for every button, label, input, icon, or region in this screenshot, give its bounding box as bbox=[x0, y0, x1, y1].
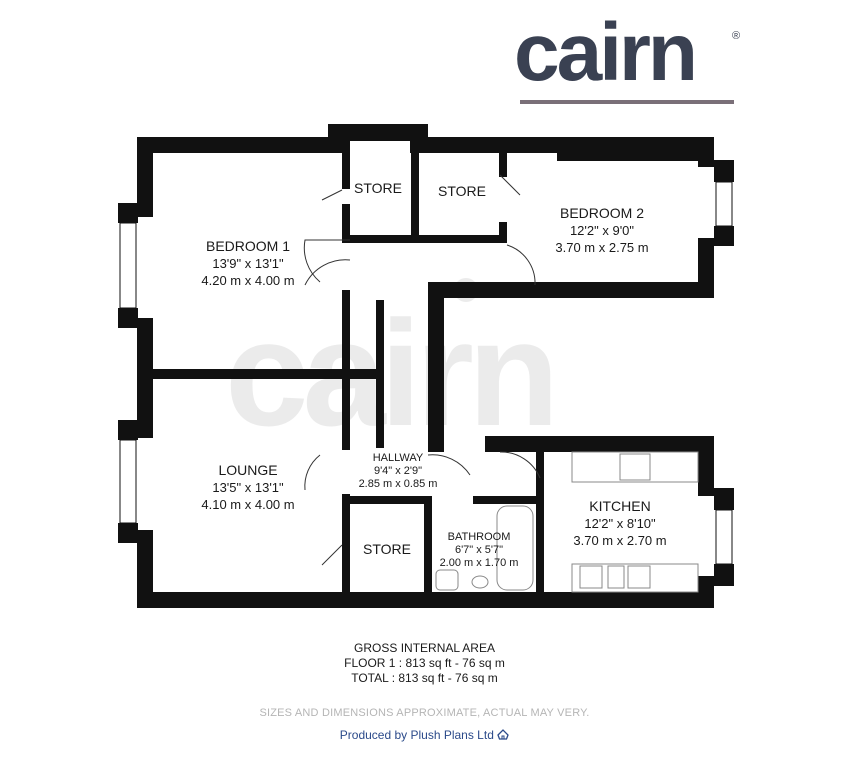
room-bedroom-2: BEDROOM 2 12'2" x 9'0" 3.70 m x 2.75 m bbox=[555, 205, 648, 256]
disclaimer: SIZES AND DIMENSIONS APPROXIMATE, ACTUAL… bbox=[259, 707, 590, 719]
producer-text: Produced by Plush Plans Ltd bbox=[339, 728, 494, 742]
watermark: cairn bbox=[225, 278, 560, 457]
window-frames bbox=[119, 181, 733, 565]
lounge-imperial: 13'5" x 13'1" bbox=[212, 480, 284, 495]
kitchen-imperial: 12'2" x 8'10" bbox=[584, 516, 656, 531]
producer-credit: Produced by Plush Plans Ltd bbox=[0, 728, 849, 742]
logo-underline bbox=[520, 100, 734, 104]
bedroom-1-name: BEDROOM 1 bbox=[205, 238, 290, 254]
kitchen-name: KITCHEN bbox=[589, 498, 651, 514]
store-3-name: STORE bbox=[363, 541, 411, 557]
bedroom-2-imperial: 12'2" x 9'0" bbox=[569, 223, 635, 238]
trademark-symbol: ® bbox=[732, 30, 741, 42]
bathroom-name: BATHROOM bbox=[447, 531, 511, 543]
store-1-name: STORE bbox=[354, 180, 402, 196]
interior-walls bbox=[153, 137, 544, 594]
bedroom-2-metric: 3.70 m x 2.75 m bbox=[555, 240, 649, 255]
brand-logo: cairn ® bbox=[514, 12, 744, 108]
area-total: TOTAL : 813 sq ft - 76 sq m bbox=[351, 671, 498, 685]
room-hallway: HALLWAY 9'4" x 2'9" 2.85 m x 0.85 m bbox=[359, 452, 438, 491]
room-kitchen: KITCHEN 12'2" x 8'10" 3.70 m x 2.70 m bbox=[573, 498, 666, 549]
lounge-metric: 4.10 m x 4.00 m bbox=[201, 497, 295, 512]
exterior-walls bbox=[118, 124, 734, 608]
bathroom-fittings bbox=[435, 505, 534, 591]
store-2-name: STORE bbox=[438, 183, 486, 199]
room-bedroom-1: BEDROOM 1 13'9" x 13'1" 4.20 m x 4.00 m bbox=[201, 238, 294, 289]
area-floor: FLOOR 1 : 813 sq ft - 76 sq m bbox=[344, 656, 505, 670]
room-lounge: LOUNGE 13'5" x 13'1" 4.10 m x 4.00 m bbox=[201, 462, 294, 513]
bedroom-1-imperial: 13'9" x 13'1" bbox=[212, 256, 284, 271]
door-swings bbox=[303, 174, 541, 566]
kitchen-metric: 3.70 m x 2.70 m bbox=[573, 533, 667, 548]
room-store-2: STORE bbox=[438, 183, 486, 200]
area-heading: GROSS INTERNAL AREA bbox=[354, 641, 495, 655]
room-store-3: STORE bbox=[363, 541, 411, 558]
hallway-imperial: 9'4" x 2'9" bbox=[373, 465, 423, 477]
room-store-1: STORE bbox=[354, 180, 402, 197]
room-bathroom: BATHROOM 6'7" x 5'7" 2.00 m x 1.70 m bbox=[440, 531, 519, 570]
lounge-name: LOUNGE bbox=[218, 462, 278, 478]
house-icon bbox=[497, 729, 509, 740]
gross-internal-area: GROSS INTERNAL AREA FLOOR 1 : 813 sq ft … bbox=[0, 641, 849, 686]
brand-name: cairn bbox=[514, 7, 698, 98]
hallway-name: HALLWAY bbox=[372, 452, 424, 464]
hallway-metric: 2.85 m x 0.85 m bbox=[358, 478, 438, 490]
kitchen-fittings bbox=[571, 451, 699, 593]
bedroom-2-name: BEDROOM 2 bbox=[559, 205, 644, 221]
bathroom-imperial: 6'7" x 5'7" bbox=[454, 544, 504, 556]
bedroom-1-metric: 4.20 m x 4.00 m bbox=[201, 273, 295, 288]
bathroom-metric: 2.00 m x 1.70 m bbox=[439, 557, 519, 569]
